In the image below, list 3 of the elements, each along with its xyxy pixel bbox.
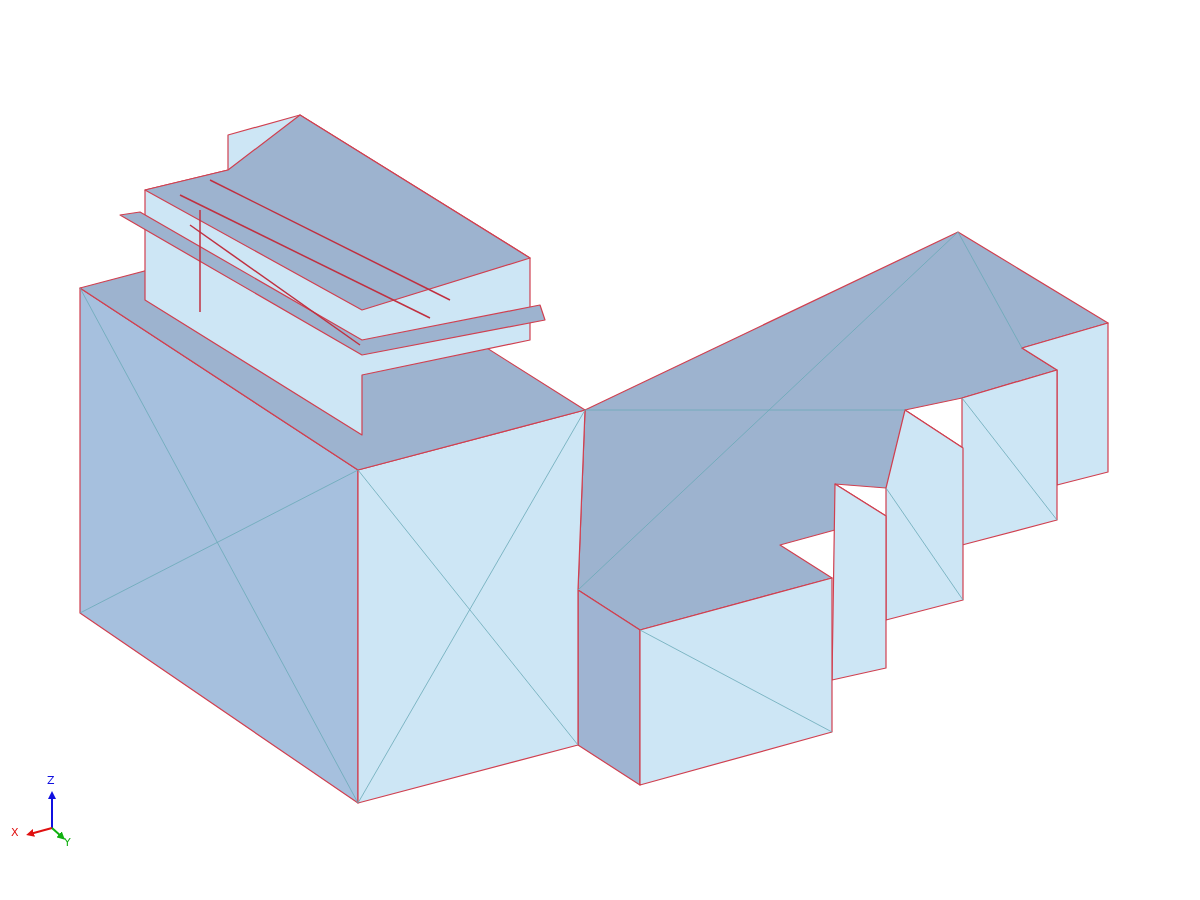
axis-label: Z (47, 775, 55, 786)
axis-label: Y (64, 837, 71, 848)
axis-label: X (11, 827, 19, 838)
